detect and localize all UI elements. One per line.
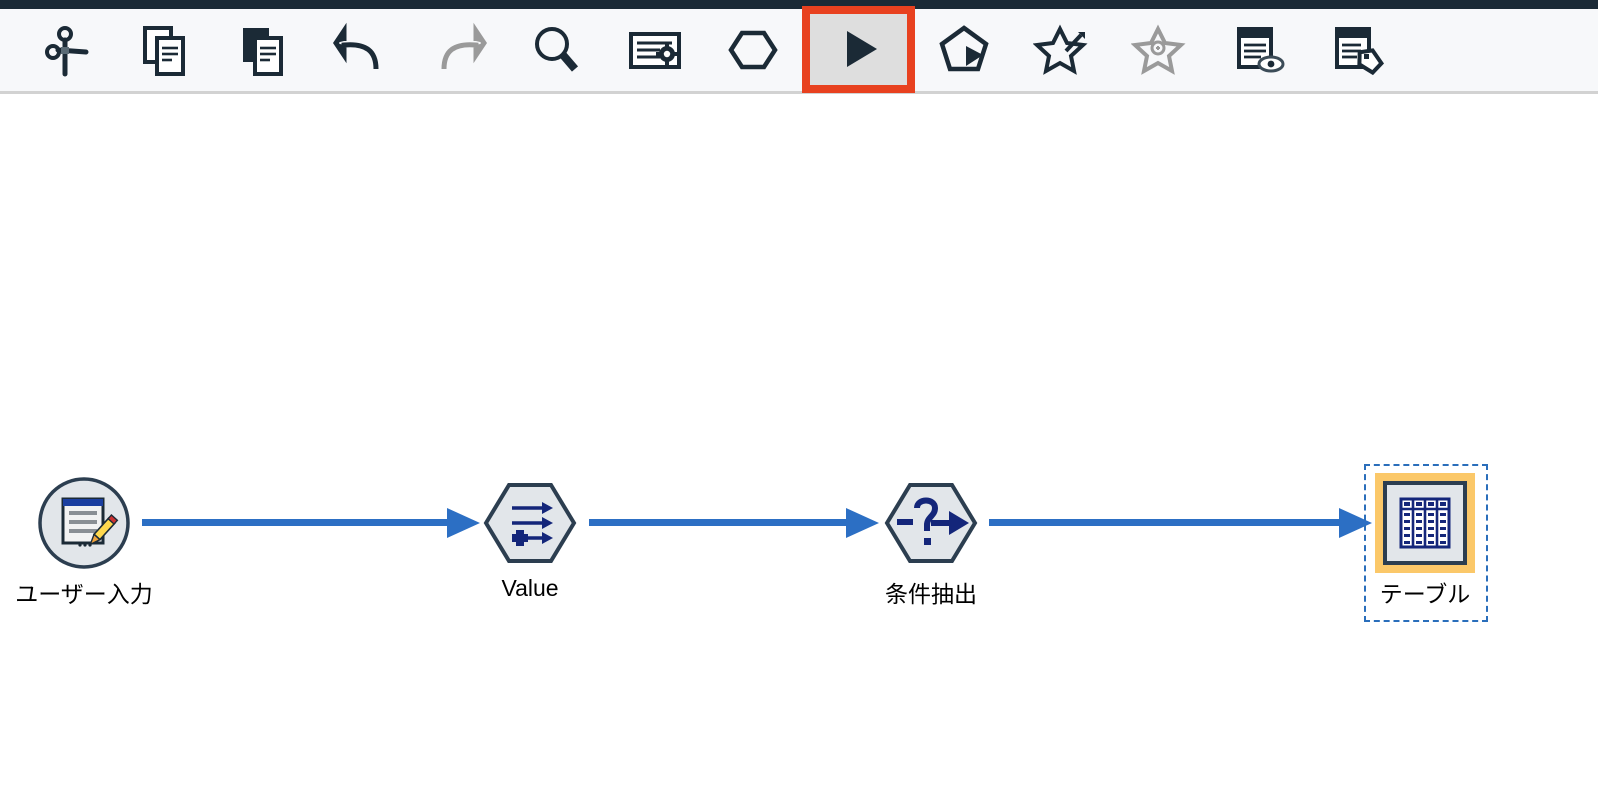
node-label-user-input: ユーザー入力 xyxy=(15,581,153,607)
derive-arrows-icon xyxy=(512,506,544,540)
undo-button[interactable] xyxy=(312,9,410,91)
run-stream-button[interactable] xyxy=(802,5,915,93)
magnifier-icon xyxy=(528,21,586,79)
stream-properties-button[interactable] xyxy=(606,9,704,91)
cut-button[interactable] xyxy=(18,9,116,91)
annotate-document-button[interactable] xyxy=(1307,9,1405,91)
document-pencil-icon xyxy=(61,497,119,547)
preview-node-button[interactable] xyxy=(704,9,802,91)
node-label-value: Value xyxy=(501,575,559,601)
redo-button[interactable] xyxy=(410,9,508,91)
paste-icon xyxy=(235,22,291,78)
paste-button[interactable] xyxy=(214,9,312,91)
main-toolbar xyxy=(0,5,1598,94)
select-node-shape[interactable] xyxy=(883,475,979,571)
redo-arrow-icon xyxy=(430,21,488,79)
zoom-project-button[interactable] xyxy=(1111,9,1209,91)
window-title-strip xyxy=(0,0,1598,9)
star-wand-icon xyxy=(1033,21,1091,79)
connector-select-to-table[interactable] xyxy=(989,508,1379,538)
run-selection-button[interactable] xyxy=(915,9,1013,91)
connector-arrowhead xyxy=(1339,508,1372,538)
table-node-shape[interactable] xyxy=(1373,471,1477,575)
value-node-shape[interactable] xyxy=(482,475,578,571)
undo-arrow-icon xyxy=(332,21,390,79)
connector-value-to-select[interactable] xyxy=(589,508,884,538)
scissors-icon xyxy=(39,22,95,78)
copy-button[interactable] xyxy=(116,9,214,91)
stream-canvas[interactable]: ユーザー入力 Value xyxy=(0,94,1598,810)
connector-line xyxy=(142,519,452,526)
connector-line xyxy=(989,519,1344,526)
preview-document-button[interactable] xyxy=(1209,9,1307,91)
user-input-node-shape[interactable] xyxy=(36,475,132,571)
add-to-project-button[interactable] xyxy=(1013,9,1111,91)
connector-line xyxy=(589,519,851,526)
star-magnifier-icon xyxy=(1131,21,1189,79)
question-arrow-icon xyxy=(897,497,969,545)
play-triangle-icon xyxy=(835,25,883,73)
table-grid-icon xyxy=(1399,497,1451,549)
search-button[interactable] xyxy=(508,9,606,91)
connector-user-input-to-value[interactable] xyxy=(142,508,484,538)
copy-icon xyxy=(137,22,193,78)
pentagon-play-icon xyxy=(936,22,992,78)
document-tag-icon xyxy=(1327,21,1385,79)
connector-arrowhead xyxy=(846,508,879,538)
node-selection-outline xyxy=(1364,464,1488,622)
document-eye-icon xyxy=(1229,21,1287,79)
stream-properties-icon xyxy=(626,21,684,79)
connector-arrowhead xyxy=(447,508,480,538)
hexagon-outline-icon xyxy=(726,23,780,77)
node-label-table: テーブル xyxy=(1379,581,1471,607)
node-label-select: 条件抽出 xyxy=(885,581,977,607)
